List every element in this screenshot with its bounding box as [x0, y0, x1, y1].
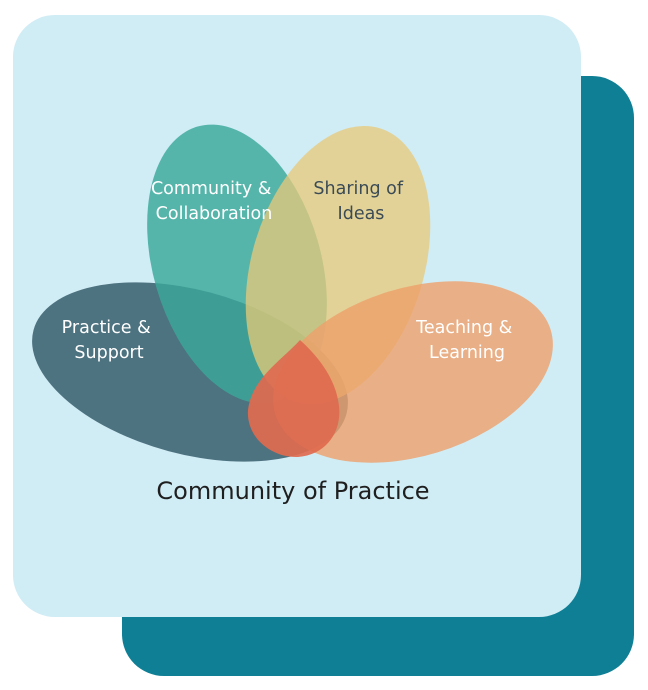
label-practice-support: Practice & Support	[62, 318, 157, 363]
label-community-collaboration: Community & Collaboration	[151, 179, 277, 224]
petals-group	[32, 124, 553, 463]
petal-teaching-learning	[273, 281, 553, 463]
label-teaching-learning: Teaching & Learning	[415, 318, 518, 363]
label-sharing-ideas: Sharing of Ideas	[313, 179, 408, 224]
petal-center-overlap	[247, 340, 340, 458]
diagram-title: Community of Practice	[156, 477, 429, 505]
